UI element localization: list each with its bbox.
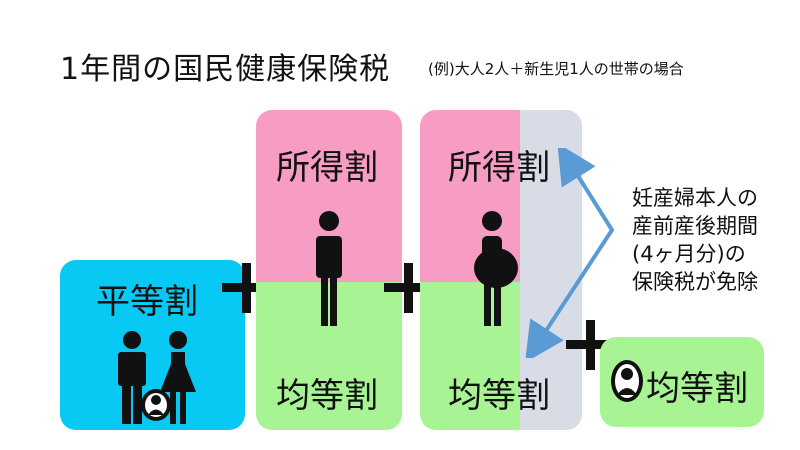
mother-per-capita-label: 均等割 [448, 376, 550, 416]
flat-rate-box: 平等割 [60, 260, 245, 430]
page-title: 1年間の国民健康保険税 [60, 52, 391, 87]
plus-sign-2 [384, 263, 434, 313]
newborn-per-capita-label: 均等割 [646, 369, 748, 409]
exemption-note-line-4: 保険税が免除 [632, 270, 758, 294]
adult-per-capita-section [256, 282, 402, 430]
exemption-arrow [525, 148, 615, 358]
page-subtitle: (例)大人2人＋新生児1人の世帯の場合 [428, 60, 684, 78]
adult-box: 所得割 均等割 [256, 110, 402, 430]
newborn-per-capita-box: 均等割 [600, 337, 764, 427]
plus-sign-3 [566, 320, 616, 370]
exemption-note-line-2: 産前産後期間 [632, 214, 758, 238]
plus-sign-1 [222, 263, 272, 313]
man-icon [118, 331, 146, 424]
baby-icon [611, 360, 643, 402]
exemption-note-line-3: (4ヶ月分)の [632, 242, 746, 266]
exemption-note: 妊産婦本人の 産前産後期間 (4ヶ月分)の 保険税が免除 [632, 184, 792, 296]
baby-icon [141, 389, 171, 421]
exemption-note-line-1: 妊産婦本人の [632, 186, 758, 210]
flat-rate-label: 平等割 [96, 282, 198, 322]
person-icon [316, 211, 342, 326]
pregnant-woman-icon [474, 211, 518, 326]
adult-income-label: 所得割 [276, 148, 378, 188]
woman-icon [160, 331, 196, 424]
adult-per-capita-label: 均等割 [276, 376, 378, 416]
